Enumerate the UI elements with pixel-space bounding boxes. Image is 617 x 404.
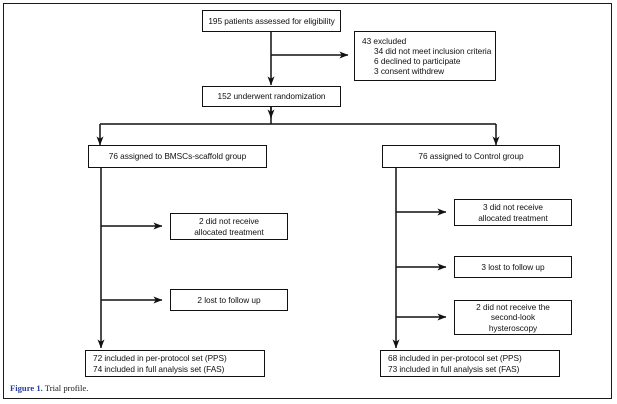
node-control-lost: 3 lost to follow up bbox=[454, 256, 572, 278]
node-arm-control: 76 assigned to Control group bbox=[382, 145, 560, 168]
node-control-no-hysteroscopy-line-2: hysteroscopy bbox=[488, 322, 538, 333]
node-control-no-treatment-line-0: 3 did not receive bbox=[482, 202, 544, 213]
node-excluded-line-2: 6 declined to participate bbox=[374, 56, 461, 66]
node-control-no-hysteroscopy: 2 did not receive the second-look hyster… bbox=[454, 300, 572, 335]
node-bmscs-analysis-line-1: 74 included in full analysis set (FAS) bbox=[93, 363, 225, 374]
node-control-analysis-line-1: 73 included in full analysis set (FAS) bbox=[388, 363, 520, 374]
node-bmscs-no-treatment-line-0: 2 did not receive bbox=[198, 216, 260, 227]
node-control-no-hysteroscopy-line-1: second-look bbox=[490, 312, 536, 323]
node-bmscs-lost: 2 lost to follow up bbox=[170, 289, 288, 311]
node-control-no-hysteroscopy-line-0: 2 did not receive the bbox=[476, 302, 550, 313]
node-excluded-line-3: 3 consent withdrew bbox=[374, 66, 445, 77]
node-control-no-treatment-line-1: allocated treatment bbox=[478, 212, 548, 223]
node-control-lost-line-0: 3 lost to follow up bbox=[481, 261, 545, 272]
node-control-analysis-line-0: 68 included in per-protocol set (PPS) bbox=[388, 353, 522, 364]
node-randomized: 152 underwent randomization bbox=[202, 86, 341, 107]
node-excluded-line-1: 34 did not meet inclusion criteria bbox=[374, 45, 492, 56]
figure-caption: Figure 1. Trial profile. bbox=[10, 383, 88, 393]
node-arm-bmscs-line-0: 76 assigned to BMSCs-scaffold group bbox=[108, 151, 247, 162]
node-bmscs-lost-line-0: 2 lost to follow up bbox=[197, 294, 261, 305]
node-arm-control-line-0: 76 assigned to Control group bbox=[418, 151, 524, 162]
figure-caption-label: Figure 1. bbox=[10, 383, 43, 393]
node-enrollment: 195 patients assessed for eligibility bbox=[202, 10, 341, 32]
node-bmscs-analysis-line-0: 72 included in per-protocol set (PPS) bbox=[93, 353, 227, 364]
figure-caption-text: Trial profile. bbox=[42, 383, 89, 393]
node-excluded-line-0: 43 excluded bbox=[362, 35, 407, 46]
node-control-analysis: 68 included in per-protocol set (PPS) 73… bbox=[380, 350, 560, 377]
node-control-no-treatment: 3 did not receive allocated treatment bbox=[454, 199, 572, 226]
node-bmscs-no-treatment: 2 did not receive allocated treatment bbox=[170, 213, 288, 240]
node-excluded: 43 excluded 34 did not meet inclusion cr… bbox=[354, 31, 496, 81]
node-enrollment-line-0: 195 patients assessed for eligibility bbox=[208, 15, 335, 26]
node-randomized-line-0: 152 underwent randomization bbox=[217, 91, 326, 102]
node-bmscs-no-treatment-line-1: allocated treatment bbox=[194, 226, 264, 237]
node-bmscs-analysis: 72 included in per-protocol set (PPS) 74… bbox=[85, 350, 265, 377]
node-arm-bmscs: 76 assigned to BMSCs-scaffold group bbox=[88, 145, 267, 168]
